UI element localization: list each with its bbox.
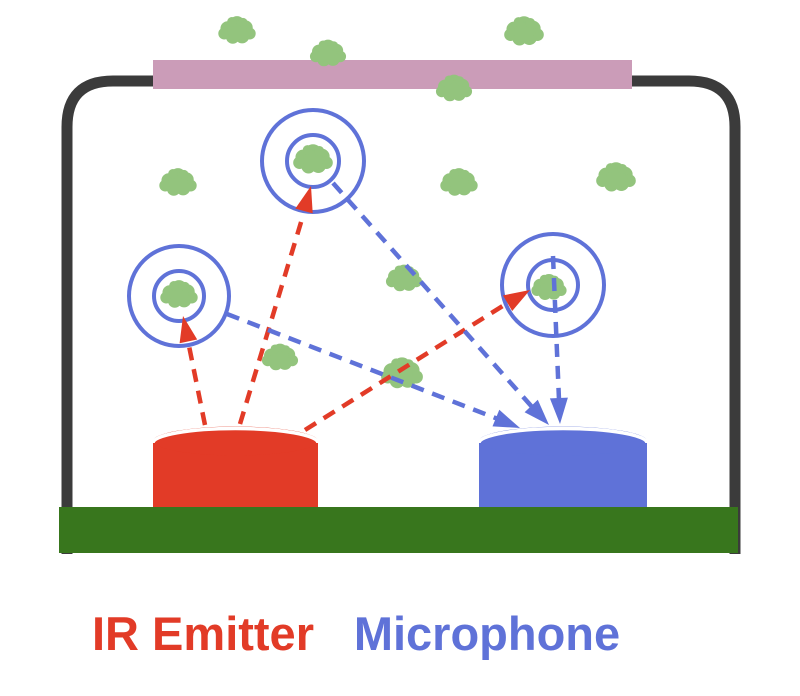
path-top-particle-to-mic bbox=[331, 181, 535, 410]
arrowhead-red-top bbox=[295, 186, 313, 214]
particle-ring-top bbox=[260, 108, 366, 214]
particle-ring-left bbox=[127, 244, 231, 348]
scattered-paths bbox=[226, 181, 562, 422]
particle bbox=[218, 16, 256, 44]
ir-ray-to-top-particle bbox=[237, 218, 305, 425]
ir-ray-to-left-particle bbox=[185, 340, 208, 426]
ir-rays bbox=[185, 218, 511, 432]
ir-emitter-cylinder bbox=[151, 426, 320, 507]
ir-emitter-label: IR Emitter bbox=[92, 607, 314, 660]
path-left-particle-to-mic bbox=[226, 311, 499, 422]
arrowhead-blue-middle bbox=[524, 399, 549, 425]
microphone-cylinder bbox=[477, 426, 649, 507]
particle-highlighted-top bbox=[293, 144, 333, 174]
ir-emitter-rim-highlight bbox=[151, 426, 320, 444]
arrowhead-blue-right bbox=[549, 397, 568, 424]
particle-highlighted-right bbox=[531, 274, 567, 300]
particle-highlighted-left bbox=[160, 280, 198, 308]
ir-ray-arrowheads bbox=[179, 186, 530, 344]
detected-particle-rings bbox=[127, 108, 606, 348]
microphone-rim-highlight bbox=[477, 426, 649, 444]
particle bbox=[440, 168, 478, 196]
particle bbox=[261, 343, 299, 371]
particle bbox=[504, 16, 544, 46]
arrowhead-blue-left bbox=[492, 409, 520, 428]
particle bbox=[159, 168, 197, 196]
lid-filter-bar bbox=[153, 60, 632, 89]
ir-ray-to-right-particle bbox=[303, 300, 511, 432]
chamber-floor bbox=[59, 507, 738, 553]
microphone-label: Microphone bbox=[353, 607, 621, 660]
chamber-wall bbox=[61, 75, 741, 554]
arrowhead-red-right bbox=[503, 290, 530, 311]
scattered-path-arrowheads bbox=[492, 397, 568, 428]
path-right-particle-to-mic bbox=[550, 255, 562, 401]
particle bbox=[596, 162, 636, 192]
arrowhead-red-left bbox=[179, 316, 198, 344]
particle bbox=[385, 264, 423, 292]
